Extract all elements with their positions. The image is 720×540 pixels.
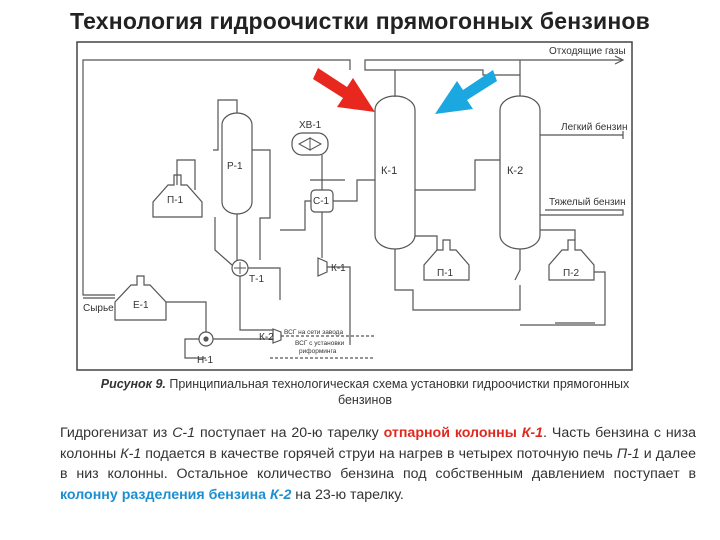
- text-segment: на 23-ю тарелку.: [291, 486, 404, 503]
- gas-line: [364, 59, 623, 97]
- text-segment: и далее в низ колонны. Остальное количес…: [60, 445, 696, 483]
- label-e1: Е-1: [133, 300, 149, 311]
- process-flow-diagram: Отходящие газы Легкий бензин Тяжелый бен…: [76, 41, 633, 371]
- text-segment: подается в качестве горячей струи на наг…: [141, 445, 617, 462]
- text-stripping-column: отпарной колонны: [383, 425, 522, 441]
- label-feed: Сырье: [83, 303, 114, 314]
- column-k1: [374, 95, 416, 250]
- text-s1-ref: С-1: [172, 425, 196, 441]
- diagram-frame: [76, 41, 633, 371]
- label-k2-small: К-2: [259, 332, 274, 343]
- text-segment: Гидрогенизат из: [60, 425, 173, 441]
- label-wsg-reforming: риформинга: [299, 348, 337, 355]
- text-segment: . Часть бензина с низа колонны: [60, 425, 696, 462]
- text-segment: поступает на 20-ю тарелку: [195, 425, 384, 441]
- description-paragraph: Гидрогенизат из С-1 поступает на 20-ю та…: [60, 423, 696, 505]
- label-k2: К-2: [507, 165, 523, 177]
- caption-label: Рисунок 9.: [100, 377, 166, 391]
- label-t1: Т-1: [249, 274, 264, 285]
- furnace-p1-left: [152, 174, 203, 218]
- label-heavy-gasoline: Тяжелый бензин: [549, 196, 626, 208]
- label-hv1: ХВ-1: [299, 120, 322, 131]
- label-light-gasoline: Легкий бензин: [561, 121, 628, 133]
- caption-text: Принципиальная технологическая схема уст…: [165, 377, 630, 407]
- label-p1-right: П-1: [437, 268, 454, 279]
- furnace-p2: [548, 239, 595, 281]
- label-wsg-plant: ВСГ на сети завода: [284, 329, 343, 336]
- furnace-p1-right: [423, 239, 470, 281]
- red-arrow: [313, 68, 375, 112]
- label-p1-left: П-1: [167, 195, 184, 206]
- blue-arrow: [435, 70, 497, 114]
- tank-e1: [114, 275, 167, 321]
- text-k2-highlight: К-2: [270, 486, 292, 503]
- label-gases: Отходящие газы: [549, 46, 626, 57]
- label-k1-cooler: К-1: [331, 263, 346, 274]
- text-k1-highlight: К-1: [521, 425, 544, 441]
- page-title: Технология гидроочистки прямогонных бенз…: [69, 8, 650, 34]
- label-k1: К-1: [381, 165, 397, 177]
- reactor-r1: [221, 112, 253, 215]
- text-k1-ref: К-1: [120, 445, 142, 462]
- cooler-k1-small: [317, 257, 328, 277]
- label-n1: Н-1: [197, 355, 214, 366]
- text-separation-column: колонну разделения бензина: [60, 486, 270, 503]
- text-p1-ref: П-1: [616, 445, 640, 462]
- column-k2: [499, 95, 541, 250]
- small-unit-k2: [272, 328, 282, 344]
- label-p2: П-2: [563, 268, 580, 279]
- label-r1: Р-1: [227, 161, 243, 172]
- label-wsg-unit: ВСГ с установки: [295, 340, 345, 347]
- figure-caption: Рисунок 9. Принципиальная технологическа…: [80, 376, 650, 408]
- label-s1: С-1: [313, 196, 330, 207]
